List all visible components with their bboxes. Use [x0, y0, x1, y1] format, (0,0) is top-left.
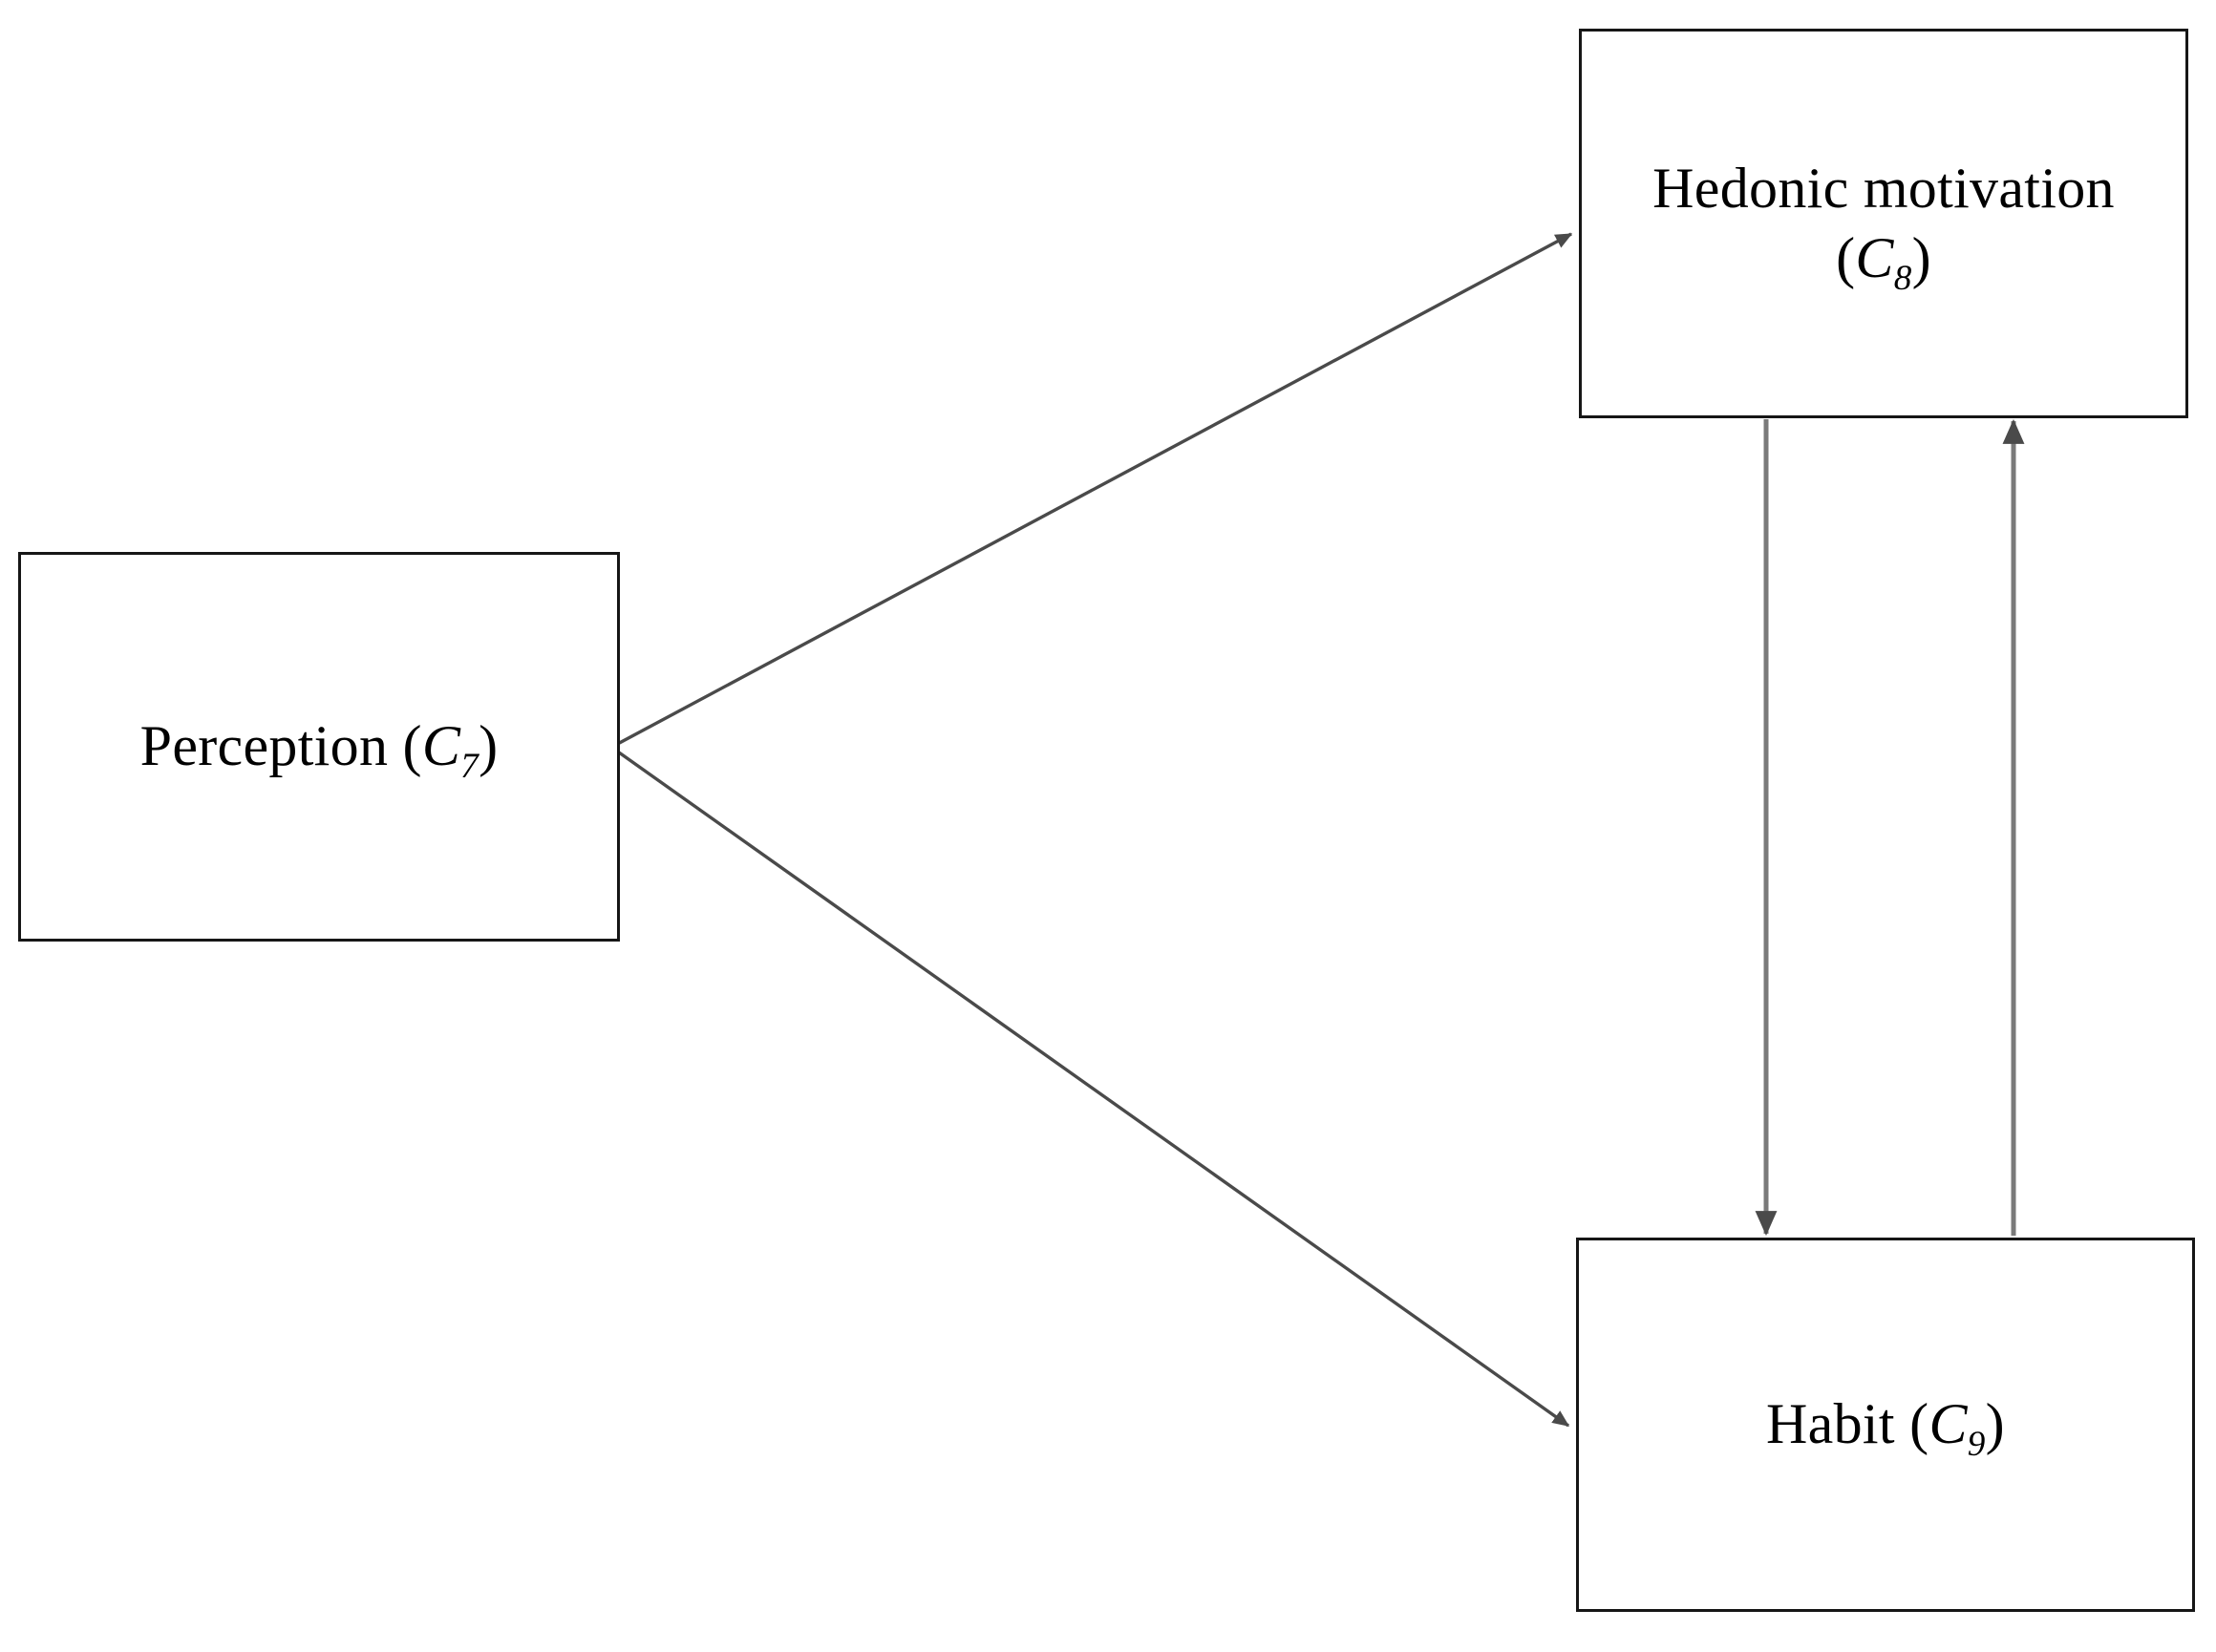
node-hedonic-motivation-paren-open: ( [1836, 226, 1856, 289]
node-habit-subscript: 9 [1967, 1425, 1986, 1465]
node-habit-text: Habit ( [1766, 1392, 1929, 1456]
node-perception[interactable]: Perception (C7) [18, 552, 620, 942]
node-habit-variable: C [1928, 1392, 1968, 1456]
node-perception-subscript: 7 [460, 747, 479, 787]
node-habit[interactable]: Habit (C9) [1576, 1238, 2195, 1612]
edge-perception-to-habit [611, 746, 1570, 1428]
node-perception-text: Perception ( [139, 714, 422, 778]
node-hedonic-motivation-label: Hedonic motivation(C8) [1628, 154, 2140, 296]
node-perception-paren-close: ) [479, 714, 499, 778]
node-hedonic-motivation[interactable]: Hedonic motivation(C8) [1579, 29, 2188, 418]
node-hedonic-motivation-subscript: 8 [1893, 258, 1912, 298]
node-perception-label: Perception (C7) [116, 711, 523, 784]
node-hedonic-motivation-paren-close: ) [1911, 226, 1931, 289]
node-habit-paren-close: ) [1985, 1392, 2005, 1456]
node-habit-label: Habit (C9) [1741, 1389, 2030, 1462]
edge-perception-to-hedonic [611, 232, 1573, 749]
node-hedonic-motivation-variable: C [1855, 226, 1894, 289]
node-hedonic-motivation-title: Hedonic motivation [1652, 156, 2115, 220]
node-perception-variable: C [421, 714, 461, 778]
